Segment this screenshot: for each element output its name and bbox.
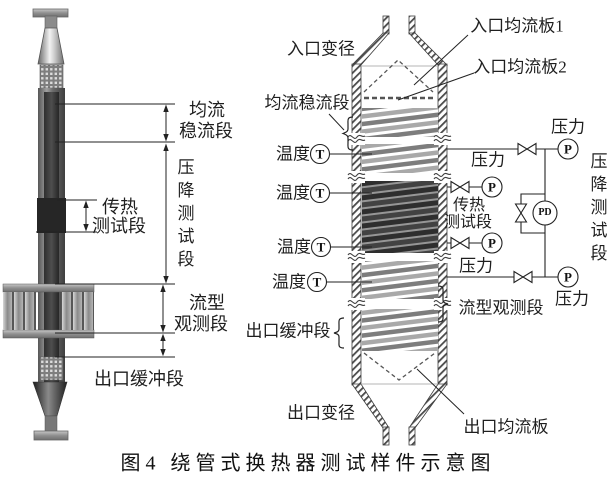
label-temperature-4: 温度 [272,272,306,292]
valve-icon-mid-2 [450,236,470,250]
temp-gauge-circle-3 [310,236,332,258]
inlet-neck-wall-left [382,15,390,35]
label-inlet-plate-1: 入口均流板1 [470,16,564,36]
leader-stabilizing [328,113,345,131]
temp-gauge-tag-4: T [312,274,322,290]
pd-gauge-tag: PD [538,207,552,218]
label-pressure-top-left: 压力 [471,150,505,170]
photo-dimension-annotations [36,103,175,358]
valve-icon-top [517,142,537,156]
top-stem [44,15,58,30]
photo-label-heat-transfer-line2: 测试段 [92,216,146,236]
pressure-gauge-tag-mid-2: P [488,235,496,251]
outlet-neck-wall-left [382,426,390,446]
shell-wall-left [351,63,362,386]
photo-label-outlet-buffer: 出口缓冲段 [94,369,184,389]
brace-outlet-buffer [333,317,345,349]
label-outlet-plate: 出口均流板 [463,417,549,437]
top-cone-wall-left [351,32,390,66]
coil-bundle [362,108,438,351]
photo-label-heat-transfer-line1: 传热 [102,197,138,217]
coil-band-2 [362,144,438,173]
apparatus-photo [2,8,95,441]
brace-stabilizing [341,116,354,151]
label-pressure-bottom-right: 压力 [555,289,589,309]
temp-gauge-tag-2: T [315,185,325,201]
perforated-band-bottom [39,356,64,381]
label-inlet-reducer: 入口变径 [287,39,355,59]
photo-label-stabilizing-line2: 稳流段 [179,121,233,141]
temp-gauge-tag-3: T [316,239,326,255]
bottom-cone-wall-left [351,383,390,429]
wall-break-symbols [347,133,452,310]
coil-band-5 [362,309,438,351]
valve-icon-bottom [513,270,533,284]
leader-lines [328,34,475,415]
inlet-plate-1-shape [363,59,434,93]
label-stabilizing-section: 均流稳流段 [264,93,350,113]
photo-label-stabilizing-line1: 均流 [189,100,225,120]
figure-caption: 图4 绕管式换热器测试样件示意图 [120,452,496,475]
photo-label-flow-pattern-line1: 流型 [189,293,225,313]
bottom-cone-wall-right [408,383,448,429]
temp-gauge-tag-1: T [315,146,325,162]
leader-outlet-plate [416,368,465,415]
label-pressure-drop-section: 压降测试段 [587,152,607,267]
finned-section [2,283,95,339]
valve-icon-bypass [514,203,528,223]
leader-inlet-plate-2 [397,72,475,101]
pd-gauge-circle [532,200,558,226]
photo-label-pressure-drop-section: 压降测试段 [174,158,194,273]
temp-gauge-circle-4 [306,271,328,293]
label-flow-observation: 流型观测段 [458,298,544,318]
perforated-band-top [39,64,64,89]
vessel-schematic [347,15,452,446]
outlet-neck-wall-right [408,426,416,446]
pressure-gauge-tag-bottom: P [564,269,572,285]
brace-flow-observation [437,285,449,323]
label-pressure-top: 压力 [551,117,585,137]
label-temperature-3: 温度 [277,237,311,257]
label-temperature-1: 温度 [276,144,310,164]
label-heat-transfer-line2: 测试段 [443,214,493,231]
heat-test-dark-band [37,198,66,233]
instrument-piping [306,138,579,293]
flow-plates [363,59,436,381]
label-temperature-2: 温度 [276,183,310,203]
photo-label-flow-pattern-line2: 观测段 [174,314,228,334]
coil-band-1 [362,108,438,137]
bottom-flange [33,430,69,441]
label-inlet-plate-2: 入口均流板2 [473,57,567,77]
pressure-gauge-tag-top: P [564,141,572,157]
pressure-gauge-tag-mid-1: P [488,179,496,195]
inlet-neck-wall-right [408,15,416,35]
temp-gauge-circle-1 [309,143,331,165]
bottom-stem [44,415,58,432]
inlet-funnel [37,27,65,65]
pressure-gauge-circle-mid-2 [481,232,503,254]
label-outlet-reducer: 出口变径 [287,403,355,423]
pressure-gauge-circle-mid-1 [481,176,503,198]
pressure-gauge-circle-bottom [557,266,579,288]
coil-band-heat-test [362,181,438,253]
coil-band-4 [362,261,438,299]
valve-icon-mid-1 [450,180,470,194]
label-pressure-bottom-left: 压力 [459,256,493,276]
leader-inlet-plate-1 [413,34,469,86]
temp-gauge-circle-2 [309,182,331,204]
outlet-plate-shape [363,352,436,381]
pressure-gauge-circle-top [557,138,579,160]
inner-tube-core [44,92,59,382]
vessel-walls [351,15,448,446]
outlet-funnel [32,381,68,417]
label-outlet-buffer: 出口缓冲段 [245,321,331,341]
label-heat-transfer-line1: 传热 [452,197,486,214]
